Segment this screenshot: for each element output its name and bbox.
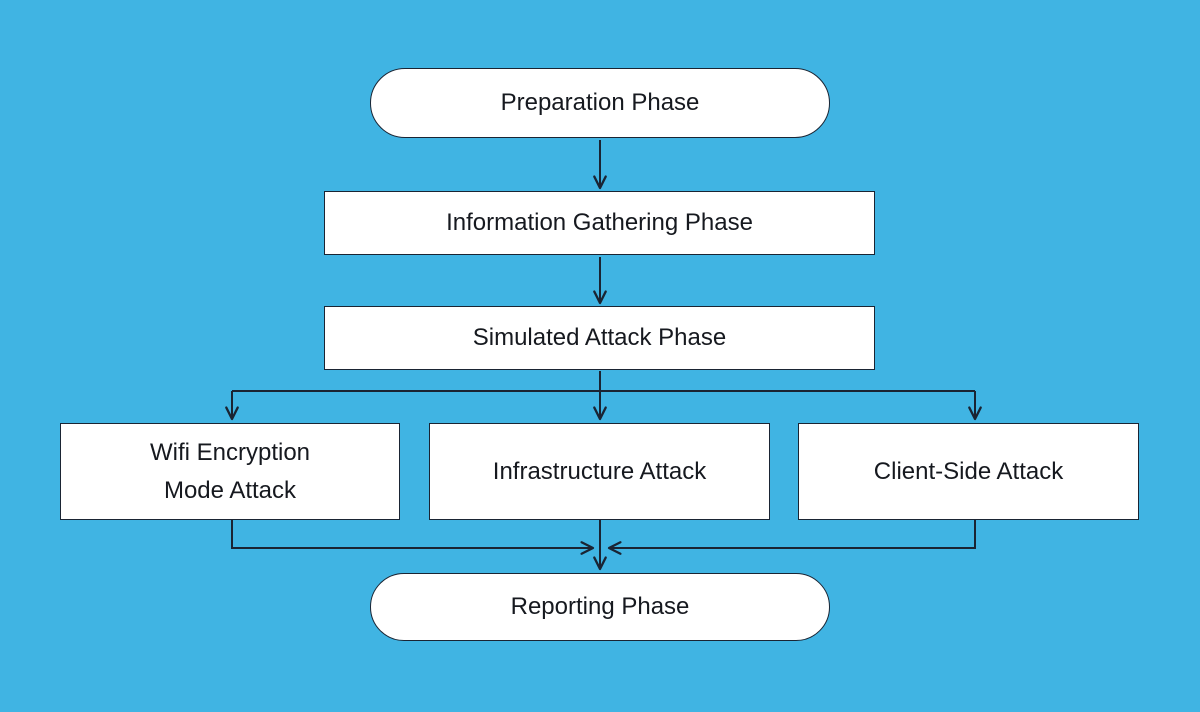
node-reporting-phase: Reporting Phase xyxy=(370,573,830,641)
node-label: Infrastructure Attack xyxy=(492,457,707,485)
node-client-side-attack: Client-Side Attack xyxy=(798,423,1139,520)
node-information-gathering-phase: Information Gathering Phase xyxy=(324,191,875,255)
node-label: Information Gathering Phase xyxy=(446,209,753,237)
node-label: Wifi Encryption Mode Attack xyxy=(150,434,310,508)
node-infrastructure-attack: Infrastructure Attack xyxy=(429,423,770,520)
node-label-line-2: Mode Attack xyxy=(163,476,297,504)
edge-client-to-reporting xyxy=(607,520,976,555)
node-label: Simulated Attack Phase xyxy=(472,324,727,352)
node-label: Client-Side Attack xyxy=(873,457,1064,485)
node-label: Reporting Phase xyxy=(510,593,690,621)
edge-wifi-to-reporting xyxy=(231,520,595,555)
node-wifi-encryption-mode-attack: Wifi Encryption Mode Attack xyxy=(60,423,400,520)
node-preparation-phase: Preparation Phase xyxy=(370,68,830,138)
node-simulated-attack-phase: Simulated Attack Phase xyxy=(324,306,875,370)
node-label: Preparation Phase xyxy=(500,89,700,117)
node-label-line-1: Wifi Encryption xyxy=(149,439,311,467)
